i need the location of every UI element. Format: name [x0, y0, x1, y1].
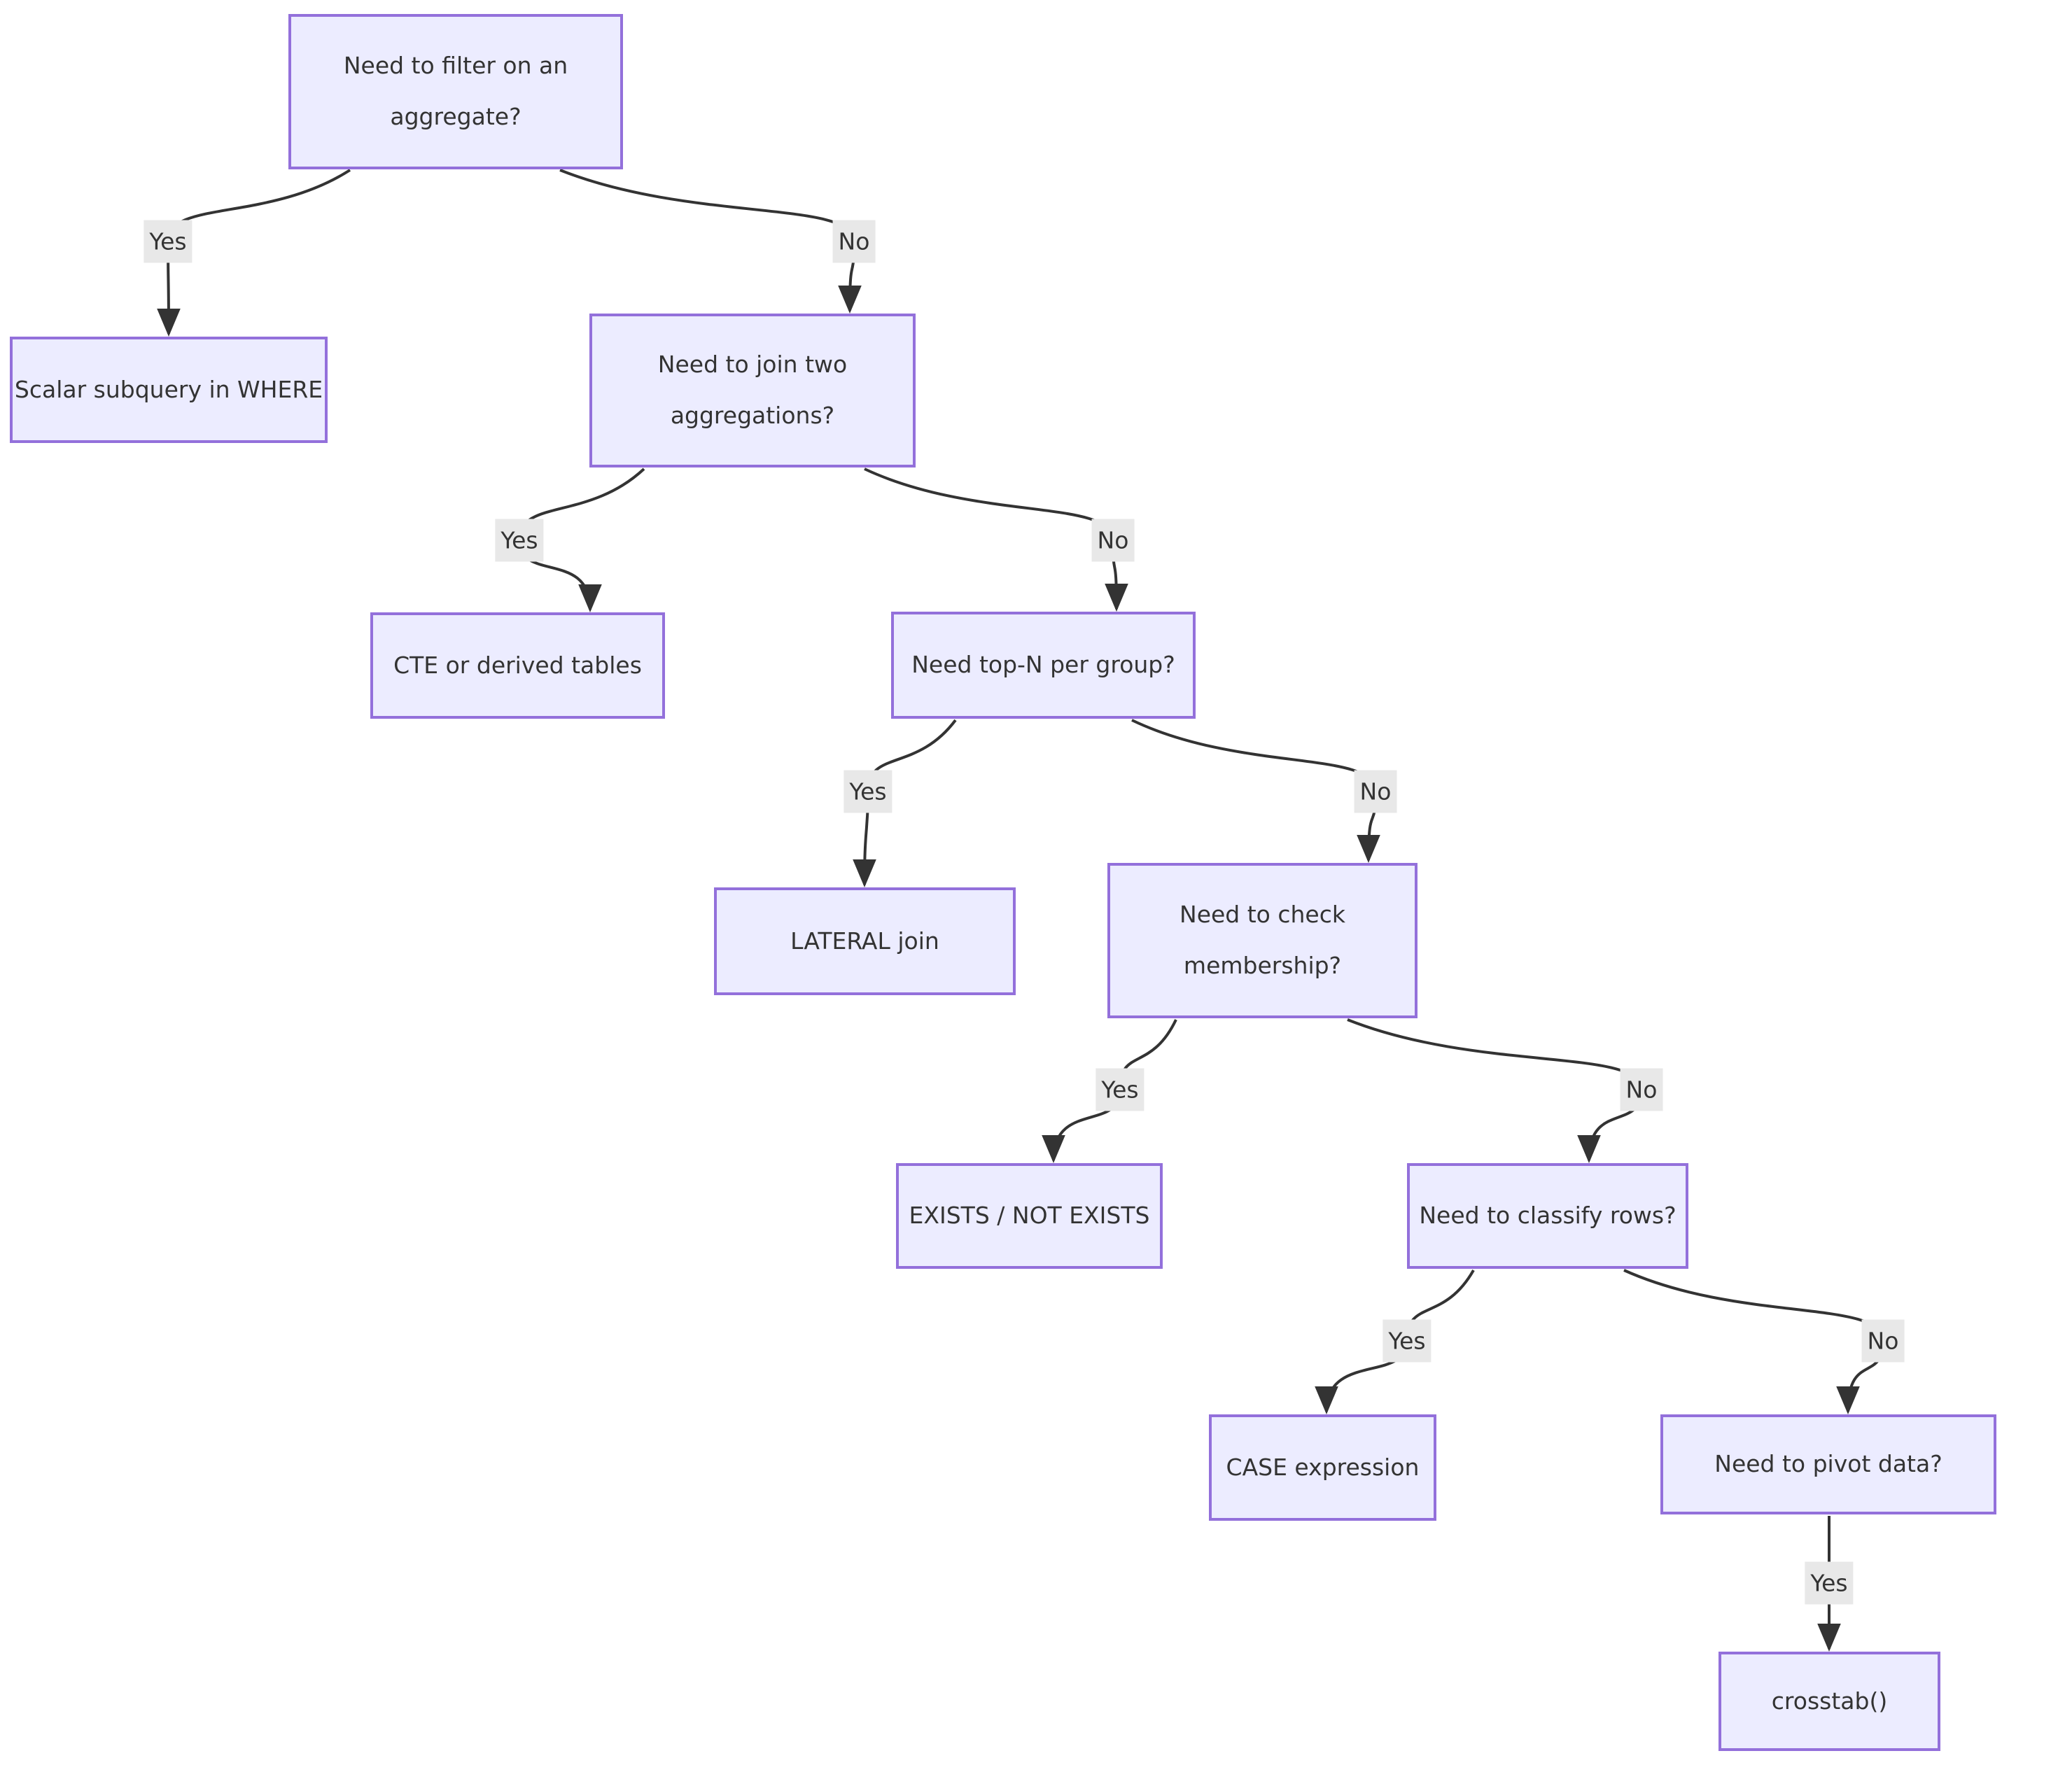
- edge-q5-q6: [1623, 1269, 1885, 1414]
- node-cte-or-derived-tables: CTE or derived tables: [370, 612, 665, 719]
- edge-q4-q5: [1347, 1018, 1644, 1163]
- edge-q2-q3: [864, 467, 1128, 612]
- node-need-to-check-membership: Need to check membership?: [1107, 863, 1418, 1018]
- node-need-to-filter-on-aggregate: Need to filter on an aggregate?: [288, 14, 623, 169]
- node-case-expression: CASE expression: [1209, 1414, 1436, 1521]
- edge-label-yes: Yes: [495, 519, 544, 562]
- edge-label-no: No: [1861, 1319, 1905, 1363]
- node-need-top-n-per-group: Need top-N per group?: [891, 612, 1196, 719]
- edge-label-no: No: [1620, 1068, 1663, 1111]
- edge-label-no: No: [1091, 519, 1135, 562]
- edge-label-yes: Yes: [844, 770, 892, 813]
- node-scalar-subquery-in-where: Scalar subquery in WHERE: [10, 337, 328, 443]
- node-need-to-join-two-aggregations: Need to join two aggregations?: [589, 314, 916, 467]
- edge-label-no: No: [1354, 770, 1397, 813]
- edge-q3-q4: [1131, 719, 1380, 863]
- node-lateral-join: LATERAL join: [714, 887, 1016, 995]
- node-crosstab: crosstab(): [1718, 1652, 1940, 1751]
- edge-label-yes: Yes: [1805, 1561, 1854, 1605]
- node-exists-not-exists: EXISTS / NOT EXISTS: [896, 1163, 1163, 1269]
- node-need-to-pivot-data: Need to pivot data?: [1660, 1414, 1996, 1514]
- edge-q1-a1: [157, 169, 351, 337]
- edge-q1-q2: [559, 169, 862, 314]
- edge-label-no: No: [832, 220, 876, 263]
- edge-label-yes: Yes: [1096, 1068, 1144, 1111]
- edge-label-yes: Yes: [1382, 1319, 1432, 1363]
- edge-label-yes: Yes: [144, 220, 192, 263]
- node-need-to-classify-rows: Need to classify rows?: [1407, 1163, 1688, 1269]
